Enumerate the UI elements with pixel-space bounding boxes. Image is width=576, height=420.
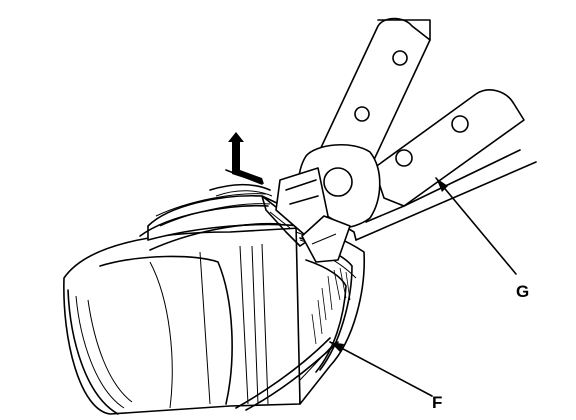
piston [63,227,301,415]
label-g: G [516,282,529,301]
leader-lines [329,177,517,397]
lower-handle-hole-2 [395,149,413,167]
lower-handle-hole-1 [451,115,469,133]
upper-handle-hole-1 [392,50,408,66]
piston-ring-band [139,193,366,411]
pivot-bolt [323,167,353,197]
arrow-up-icon [225,132,264,185]
upper-handle-hole-2 [354,106,370,122]
label-f: F [432,393,442,412]
piston-ring-expander-tool [275,17,537,263]
